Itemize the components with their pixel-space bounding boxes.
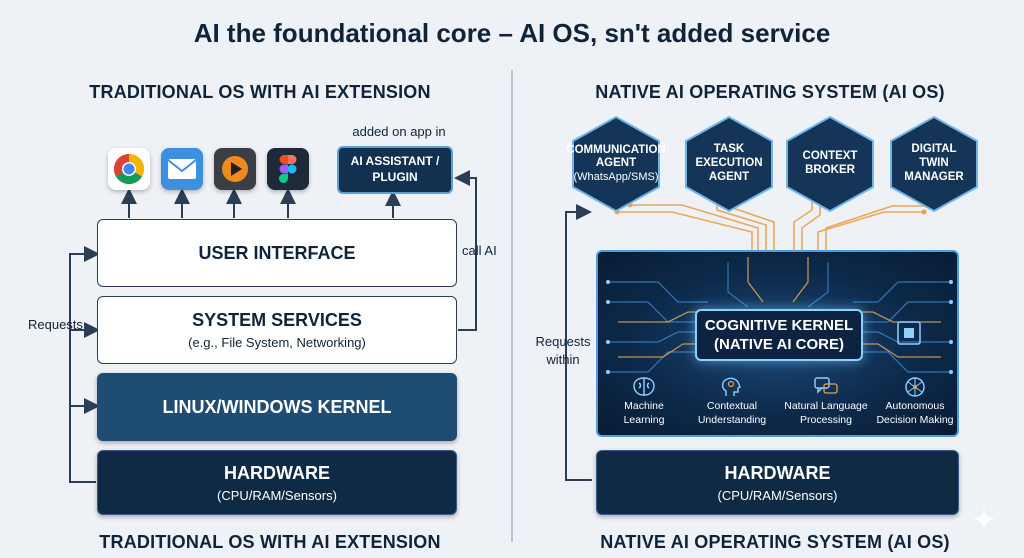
user-interface-layer: USER INTERFACE xyxy=(97,219,457,287)
hexagon-shape xyxy=(890,115,978,213)
hardware-layer-left: HARDWARE (CPU/RAM/Sensors) xyxy=(97,450,457,515)
system-services-layer: SYSTEM SERVICES (e.g., File System, Netw… xyxy=(97,296,457,364)
agent-communication[interactable]: COMMUNICATION AGENT (WhatsApp/SMS) xyxy=(566,115,666,213)
capability-autonomous: Autonomous Decision Making xyxy=(873,376,957,427)
system-services-label: SYSTEM SERVICES xyxy=(192,310,362,330)
cognitive-kernel-panel: COGNITIVE KERNEL (NATIVE AI CORE) Machin… xyxy=(596,250,959,437)
hardware-label-left: HARDWARE xyxy=(224,462,330,483)
agent-label-line3: (WhatsApp/SMS) xyxy=(573,171,659,184)
capability-line1: Machine xyxy=(624,400,664,412)
left-footer: TRADITIONAL OS WITH AI EXTENSION xyxy=(99,532,441,552)
cognitive-kernel-core[interactable]: COGNITIVE KERNEL (NATIVE AI CORE) xyxy=(695,309,863,361)
chip-icon xyxy=(897,321,921,345)
requests-label: Requests xyxy=(28,317,83,332)
plugin-label-line2: PLUGIN xyxy=(372,170,418,184)
core-label-line1: COGNITIVE KERNEL xyxy=(704,316,854,334)
agent-label-line2: TWIN xyxy=(919,157,949,170)
circuit-background xyxy=(606,257,953,374)
capability-line2: Understanding xyxy=(697,413,767,426)
call-ai-label: call AI xyxy=(462,243,497,258)
brain-icon xyxy=(606,376,682,398)
capability-machine-learning: Machine Learning xyxy=(606,376,682,427)
hardware-sub-left: (CPU/RAM/Sensors) xyxy=(217,487,337,503)
hardware-label-right: HARDWARE xyxy=(724,462,831,483)
agent-context-broker[interactable]: CONTEXT BROKER xyxy=(781,115,879,213)
head-icon xyxy=(686,376,778,398)
agent-label-line1: TASK xyxy=(713,143,745,156)
user-interface-label: USER INTERFACE xyxy=(198,242,356,263)
core-label-line2: (NATIVE AI CORE) xyxy=(714,336,844,353)
agent-label-line2: BROKER xyxy=(805,164,855,176)
agent-task-execution[interactable]: TASK EXECUTION AGENT xyxy=(680,115,778,213)
right-footer: NATIVE AI OPERATING SYSTEM (AI OS) xyxy=(600,532,950,552)
right-heading: NATIVE AI OPERATING SYSTEM (AI OS) xyxy=(595,82,945,102)
os-kernel-layer: LINUX/WINDOWS KERNEL xyxy=(97,373,457,441)
hexagon-shape xyxy=(685,115,773,213)
capability-line1: Autonomous xyxy=(885,400,945,412)
capability-nlp: Natural Language Processing xyxy=(780,376,872,427)
requests-within-label: Requests within xyxy=(528,333,598,368)
left-arrows xyxy=(69,170,477,483)
os-kernel-label: LINUX/WINDOWS KERNEL xyxy=(162,396,392,417)
hexagon-shape xyxy=(572,115,660,213)
mail-icon[interactable] xyxy=(161,148,203,190)
agent-label-line2: AGENT xyxy=(595,157,637,170)
capability-line2: Processing xyxy=(800,413,852,426)
left-heading: TRADITIONAL OS WITH AI EXTENSION xyxy=(89,82,431,102)
agent-label-line1: CONTEXT xyxy=(802,150,858,163)
system-services-sub: (e.g., File System, Networking) xyxy=(188,335,366,350)
plugin-note: added on app in xyxy=(352,124,446,139)
plugin-label-line1: AI ASSISTANT / xyxy=(350,154,440,169)
capability-contextual: Contextual Understanding xyxy=(686,376,778,427)
media-player-icon[interactable] xyxy=(214,148,256,190)
sparkle-icon xyxy=(972,507,996,531)
figma-icon[interactable] xyxy=(267,148,309,190)
requests-within-line2: within xyxy=(546,351,580,367)
capability-line1: Natural Language xyxy=(784,400,868,412)
chrome-icon[interactable] xyxy=(108,148,150,190)
hardware-layer-right: HARDWARE (CPU/RAM/Sensors) xyxy=(596,450,959,515)
agent-digital-twin[interactable]: DIGITAL TWIN MANAGER xyxy=(885,115,983,213)
hexagon-shape xyxy=(786,115,874,213)
page-title: AI the foundational core – AI OS, sn't a… xyxy=(193,18,831,48)
agent-label-line1: COMMUNICATION xyxy=(566,143,666,156)
ai-assistant-plugin[interactable]: AI ASSISTANT / PLUGIN xyxy=(337,146,453,194)
capability-line2: Decision Making xyxy=(876,413,954,426)
agent-label-line3: MANAGER xyxy=(904,170,964,183)
agent-label-line3: AGENT xyxy=(708,170,750,183)
hardware-sub-right: (CPU/RAM/Sensors) xyxy=(717,487,838,503)
agent-label-line2: EXECUTION xyxy=(695,157,763,170)
requests-within-line1: Requests xyxy=(535,334,591,349)
network-brain-icon xyxy=(873,376,957,398)
chat-icon xyxy=(780,376,872,398)
capability-line1: Contextual xyxy=(706,400,758,412)
column-divider xyxy=(511,70,513,542)
capability-line2: Learning xyxy=(623,413,665,426)
agent-label-line1: DIGITAL xyxy=(911,143,957,156)
